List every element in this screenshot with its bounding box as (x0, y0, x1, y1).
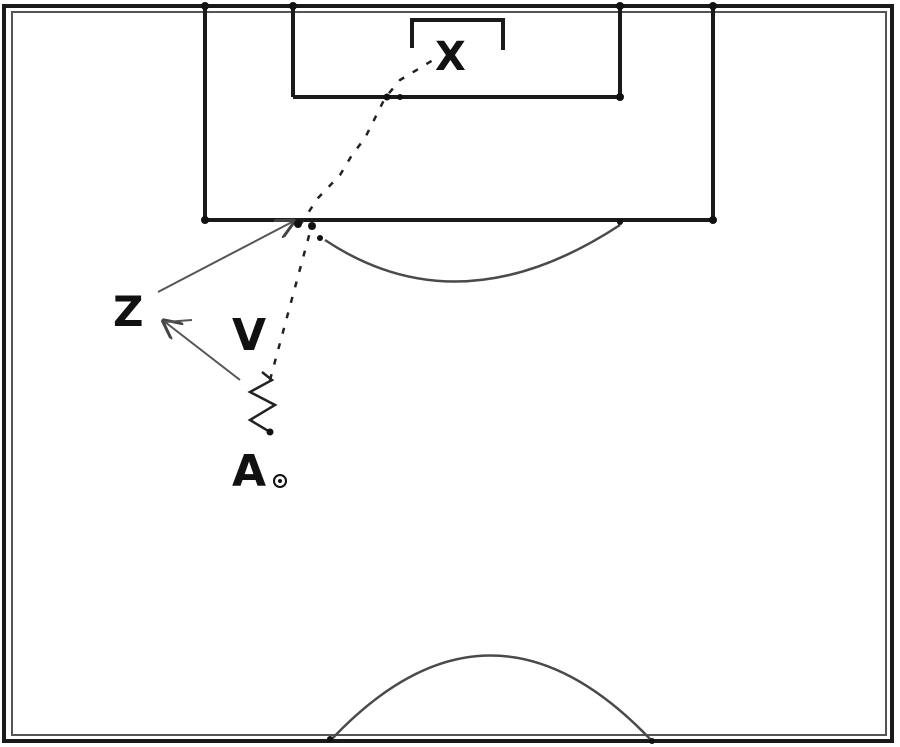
pass-arrow-a-to-z (165, 322, 241, 381)
support-run-v (268, 231, 312, 381)
player-a-label: A (232, 446, 266, 497)
player-z-label: Z (113, 287, 143, 336)
center-circle-arc (329, 654, 653, 742)
ball-icon (273, 474, 287, 488)
penalty-arc (324, 223, 621, 283)
player-x-label: X (435, 34, 466, 80)
mini-goal (410, 18, 505, 50)
pass-arrow-z (157, 222, 292, 293)
goal-area (289, 2, 624, 101)
dribble-path (247, 371, 278, 434)
player-v-label: V (232, 310, 266, 361)
penalty-edge-marker (294, 220, 323, 241)
pitch-boundary (2, 4, 894, 743)
run-path (298, 58, 434, 226)
